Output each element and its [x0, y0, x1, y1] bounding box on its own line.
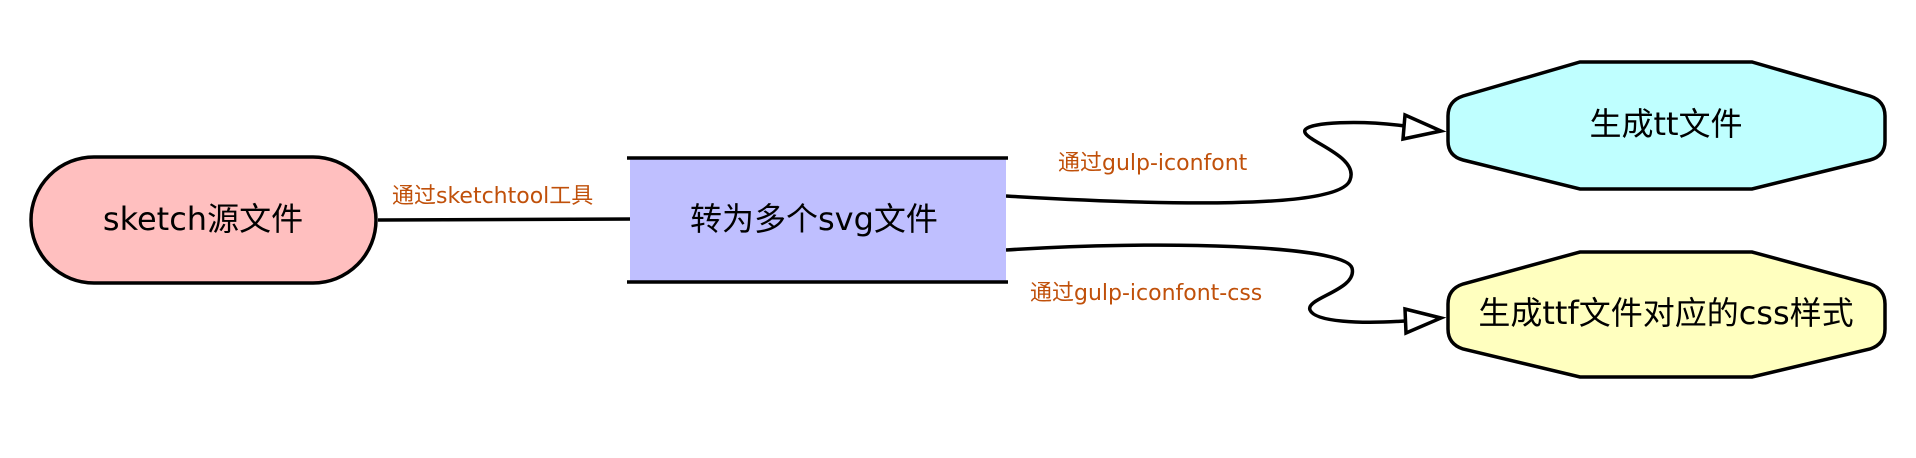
edge-process-to-css: [1005, 243, 1406, 324]
edge-label-process-to-css: 通过gulp-iconfont-css: [1030, 281, 1262, 306]
node-css-label: 生成ttf文件对应的css样式: [1478, 294, 1853, 332]
edge-process-to-ttf: [1005, 120, 1406, 205]
node-ttf: [1446, 60, 1887, 191]
edge-label-process-to-ttf: 通过gulp-iconfont: [1058, 151, 1248, 176]
node-source: [29, 155, 378, 285]
node-process-label: 转为多个svg文件: [690, 200, 938, 238]
node-process: [630, 158, 1006, 282]
node-source-label: sketch源文件: [103, 200, 303, 238]
edge-source-to-process: [377, 217, 651, 222]
node-ttf-label: 生成tt文件: [1589, 105, 1742, 143]
edge-process-to-css-arrowhead: [1403, 306, 1447, 336]
edge-process-to-ttf-arrowhead: [1401, 112, 1447, 142]
edge-label-source-to-process: 通过sketchtool工具: [392, 184, 593, 209]
node-css: [1446, 250, 1887, 379]
